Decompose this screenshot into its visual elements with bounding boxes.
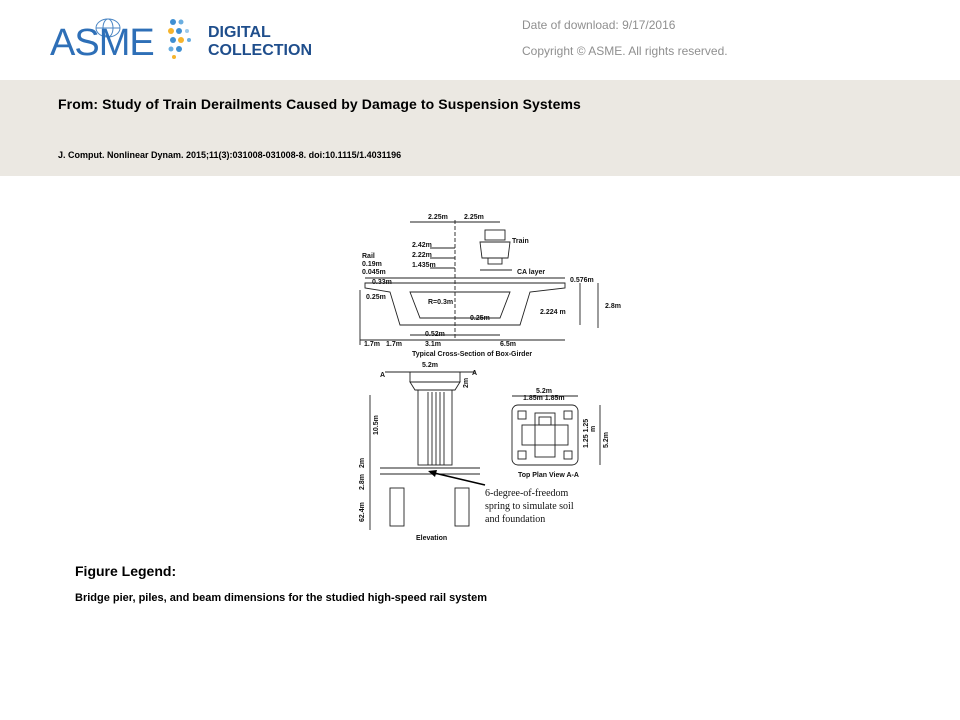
elevation-10-5: 10.5m xyxy=(373,415,380,435)
article-title: From: Study of Train Derailments Caused … xyxy=(58,96,581,112)
annotation-line-2: spring to simulate soil xyxy=(485,501,574,512)
dim-0-576: 0.576m xyxy=(570,277,594,284)
plan-1-25: 1.25 1.25 xyxy=(583,419,590,448)
elevation-2m-ground: 2m xyxy=(359,458,366,468)
download-info: Date of download: 9/17/2016 Copyright © … xyxy=(522,18,728,70)
dim-0-33: 0.33m xyxy=(372,279,392,286)
dots-icon xyxy=(168,19,191,59)
label-train: Train xyxy=(512,238,529,245)
article-header-band: From: Study of Train Derailments Caused … xyxy=(0,80,960,176)
copyright-text: Copyright © ASME. All rights reserved. xyxy=(522,44,728,58)
dim-1-7-right: 1.7m xyxy=(386,341,402,348)
plan-1-85: 1.85m 1.85m xyxy=(523,395,565,402)
label-rail: Rail xyxy=(362,253,375,260)
label-ca-layer: CA layer xyxy=(517,269,545,276)
figure-legend-text: Bridge pier, piles, and beam dimensions … xyxy=(75,592,487,604)
plan-5-2: 5.2m xyxy=(536,388,552,395)
dim-6-5: 6.5m xyxy=(500,341,516,348)
plan-5-2-vertical: 5.2m xyxy=(603,432,610,448)
asme-digital-collection-logo: ASME DIGITAL COLLECTION xyxy=(50,18,312,64)
dim-1-435: 1.435m xyxy=(412,262,436,269)
annotation-line-3: and foundation xyxy=(485,514,545,525)
article-citation: J. Comput. Nonlinear Dynam. 2015;11(3):0… xyxy=(58,150,402,160)
logo-digital-text: DIGITAL xyxy=(208,24,271,41)
bridge-figure: 2.25m 2.25m Train 2.42m 2.22m 1.435m CA … xyxy=(359,214,621,542)
dim-0-25-centre: 0.25m xyxy=(470,315,490,322)
caption-elevation: Elevation xyxy=(416,535,447,542)
download-date: Date of download: 9/17/2016 xyxy=(522,18,676,32)
annotation-line-1: 6-degree-of-freedom xyxy=(485,488,569,499)
caption-cross-section: Typical Cross-Section of Box-Girder xyxy=(412,351,532,358)
label-a-left: A xyxy=(380,372,385,379)
globe-icon xyxy=(95,18,121,38)
elevation-5-2: 5.2m xyxy=(422,362,438,369)
caption-top-plan: Top Plan View A-A xyxy=(518,472,579,479)
dim-3-1: 3.1m xyxy=(425,341,441,348)
figure-legend-heading: Figure Legend: xyxy=(75,563,177,579)
elevation-2-8: 2.8m xyxy=(359,474,366,490)
dim-radius: R=0.3m xyxy=(428,299,453,306)
dim-0-52: 0.52m xyxy=(425,331,445,338)
dim-2-25-left: 2.25m xyxy=(428,214,448,221)
logo-asme-text: ASME xyxy=(50,22,154,64)
dim-2-8: 2.8m xyxy=(605,303,621,310)
elevation-62-4: 62.4m xyxy=(359,502,366,522)
elevation-2m-top: 2m xyxy=(463,378,470,388)
dim-2-224: 2.224 m xyxy=(540,309,566,316)
label-a-right: A xyxy=(472,370,477,377)
dim-2-25-right: 2.25m xyxy=(464,214,484,221)
dim-1-7-left: 1.7m xyxy=(364,341,380,348)
dim-2-42: 2.42m xyxy=(412,242,432,249)
plan-m: m xyxy=(590,426,597,432)
logo-collection-text: COLLECTION xyxy=(208,42,312,59)
dim-0-045: 0.045m xyxy=(362,269,386,276)
dim-0-19: 0.19m xyxy=(362,261,382,268)
dim-0-25-left: 0.25m xyxy=(366,294,386,301)
dim-2-22: 2.22m xyxy=(412,252,432,259)
